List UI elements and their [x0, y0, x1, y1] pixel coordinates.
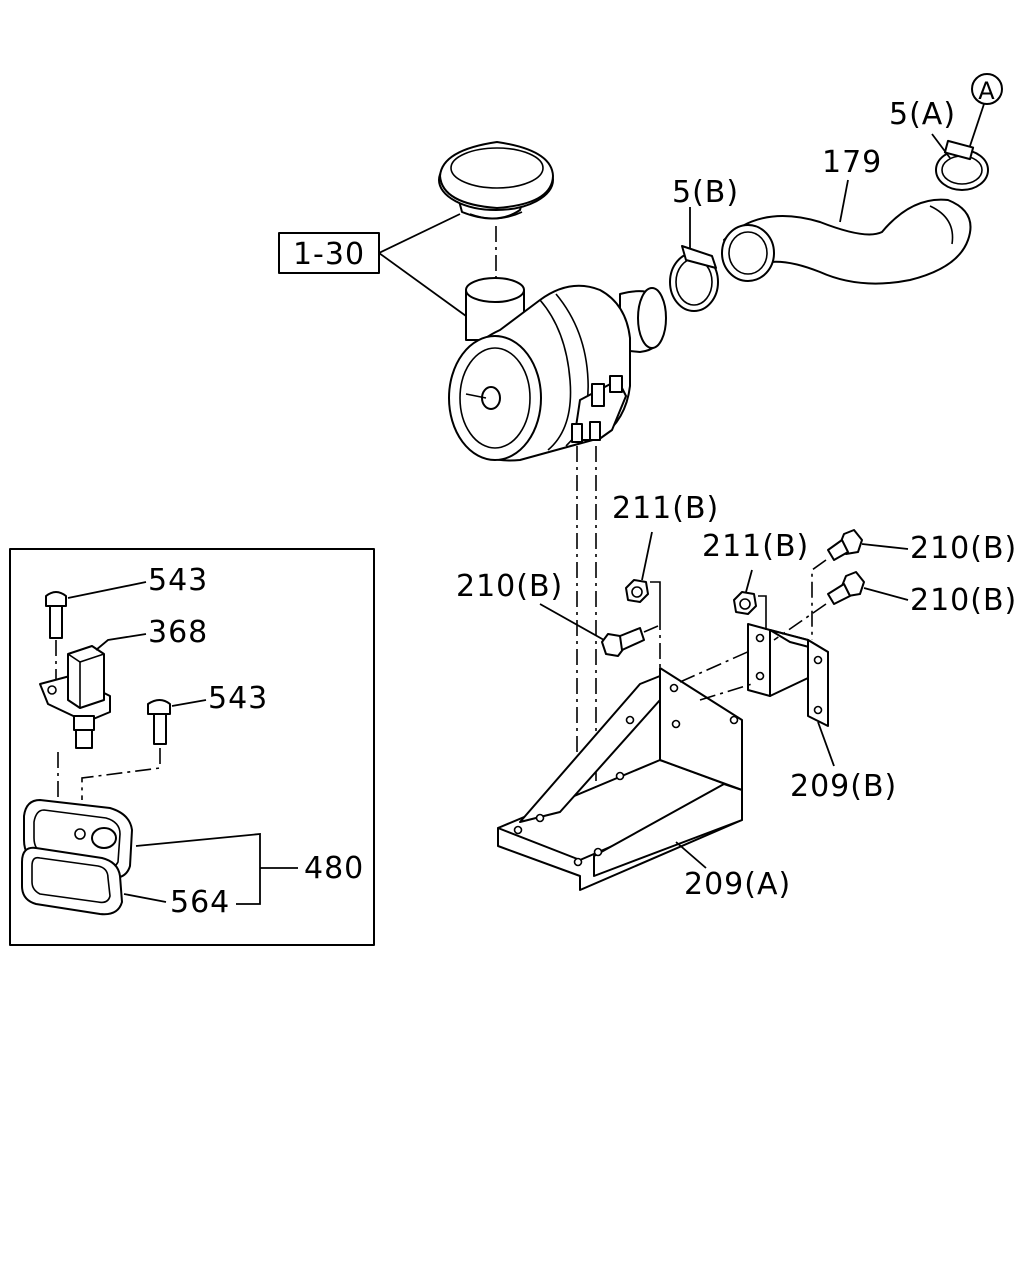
nut-211b-right — [733, 591, 757, 615]
label-368: 368 — [148, 615, 208, 650]
bolt-210b-left — [601, 627, 645, 657]
label-5a: 5(A) — [889, 97, 956, 132]
label-211b-right: 211(B) — [702, 529, 809, 564]
hose-clamp-5a — [935, 139, 989, 191]
bolt-210b-right-bottom — [827, 571, 865, 605]
label-210b-right-bottom: 210(B) — [910, 583, 1017, 618]
inset-detail: 543 368 543 — [9, 548, 375, 946]
nut-211b-left — [625, 579, 649, 603]
gasket-564 — [21, 846, 123, 916]
bracket-209b — [747, 623, 829, 727]
label-179: 179 — [822, 145, 882, 180]
precleaner-cap — [438, 141, 554, 220]
label-210b-left: 210(B) — [456, 569, 563, 604]
label-564: 564 — [170, 885, 230, 920]
view-a-marker: A — [969, 73, 1003, 147]
label-211b-left: 211(B) — [612, 491, 719, 526]
label-210b-right-top: 210(B) — [910, 531, 1017, 566]
sensor-368 — [39, 645, 111, 749]
air-cleaner-body — [448, 277, 667, 462]
label-480: 480 — [304, 851, 364, 886]
label-209a: 209(A) — [684, 867, 791, 902]
view-a-label: A — [978, 77, 995, 105]
bolt-210b-right-top — [827, 529, 863, 561]
bolt-543-top — [45, 591, 67, 639]
intake-hose-179 — [721, 198, 972, 285]
ref-1-30: 1-30 — [278, 213, 467, 317]
ref-1-30-label: 1-30 — [293, 237, 365, 272]
label-5b: 5(B) — [672, 175, 739, 210]
hose-clamp-5b — [669, 245, 719, 312]
label-209b: 209(B) — [790, 769, 897, 804]
bracket-209a — [497, 667, 743, 891]
bolt-543-mid — [147, 699, 171, 745]
label-543-top: 543 — [148, 563, 208, 598]
label-543-mid: 543 — [208, 681, 268, 716]
